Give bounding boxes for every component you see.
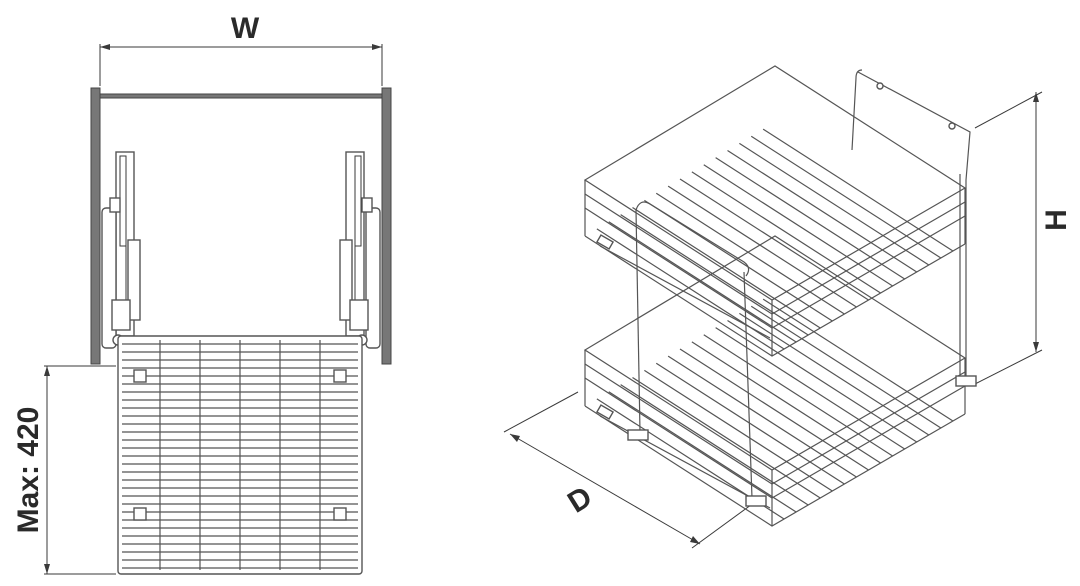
isometric-view: H D	[503, 65, 1073, 549]
basket-floor-rod	[750, 135, 942, 259]
extension-dimension: Max: 420	[12, 365, 116, 575]
lower-basket	[583, 235, 967, 527]
basket-floor-rod	[644, 369, 833, 492]
left-runner	[101, 151, 141, 349]
upper-basket	[583, 65, 967, 357]
basket-floor-rod	[620, 384, 809, 506]
width-label: W	[231, 12, 260, 45]
runner-block	[595, 404, 615, 420]
basket-floor-rod	[715, 157, 906, 280]
basket-floor-rod	[739, 312, 930, 436]
basket-side-rail	[771, 385, 966, 499]
basket-floor-rod	[691, 171, 881, 294]
runner-block	[595, 234, 615, 250]
basket-floor-rod	[739, 142, 930, 266]
basket-clip	[133, 369, 147, 383]
basket-side-rail	[584, 377, 773, 499]
depth-dimension: D	[503, 391, 756, 549]
cabinet-left-wall	[90, 87, 101, 365]
basket-clip	[133, 507, 147, 521]
basket-floor-rod	[655, 362, 845, 485]
basket-floor-rod	[727, 319, 918, 443]
pulled-out-basket-top	[117, 335, 363, 575]
basket-floor-rod	[715, 327, 906, 450]
basket-side-rail	[584, 207, 773, 329]
top-view: W	[12, 12, 392, 575]
width-dimension: W	[99, 12, 383, 86]
basket-side-rail	[771, 201, 966, 315]
runner-rail	[599, 245, 771, 339]
basket-side-rail	[771, 215, 966, 329]
front-upright	[743, 271, 753, 499]
basket-floor-edge	[584, 235, 966, 357]
basket-floor-rod	[762, 298, 954, 422]
front-handle	[635, 201, 750, 277]
height-label: H	[1040, 209, 1073, 231]
basket-floor-rod	[703, 334, 893, 457]
feet	[627, 375, 977, 507]
basket-floor-rod	[762, 128, 954, 252]
basket-floor-rod	[632, 376, 821, 499]
basket-clip	[333, 507, 347, 521]
basket-rim	[583, 65, 967, 301]
basket-floor-rod	[703, 164, 893, 287]
basket-floor-edge	[584, 405, 966, 527]
basket-floor-rod	[608, 391, 797, 513]
basket-floor-rod	[679, 348, 869, 471]
basket-floor-rod	[667, 185, 857, 308]
cabinet-back-panel	[99, 93, 383, 99]
basket-side-rail	[771, 371, 966, 485]
basket-clip	[333, 369, 347, 383]
basket-floor-rod	[750, 305, 942, 429]
basket-floor-rod	[632, 206, 821, 329]
basket-side-rail	[584, 193, 773, 315]
iso-baskets	[583, 65, 967, 527]
basket-side-rail	[584, 363, 773, 485]
basket-floor-rod	[608, 221, 797, 343]
cabinet-right-wall	[381, 87, 392, 365]
back-frame	[851, 69, 971, 380]
runner-rail	[599, 415, 771, 509]
basket-floor-rod	[667, 355, 857, 478]
front-upright	[635, 209, 641, 433]
depth-label: D	[562, 480, 598, 519]
basket-floor-rod	[679, 178, 869, 301]
basket-floor-rod	[655, 192, 845, 315]
basket-floor-rod	[727, 149, 918, 273]
right-runner	[339, 151, 381, 349]
basket-floor-rod	[620, 214, 809, 336]
basket-floor-rod	[691, 341, 881, 464]
height-dimension: H	[974, 91, 1073, 385]
extension-label: Max: 420	[12, 407, 45, 534]
